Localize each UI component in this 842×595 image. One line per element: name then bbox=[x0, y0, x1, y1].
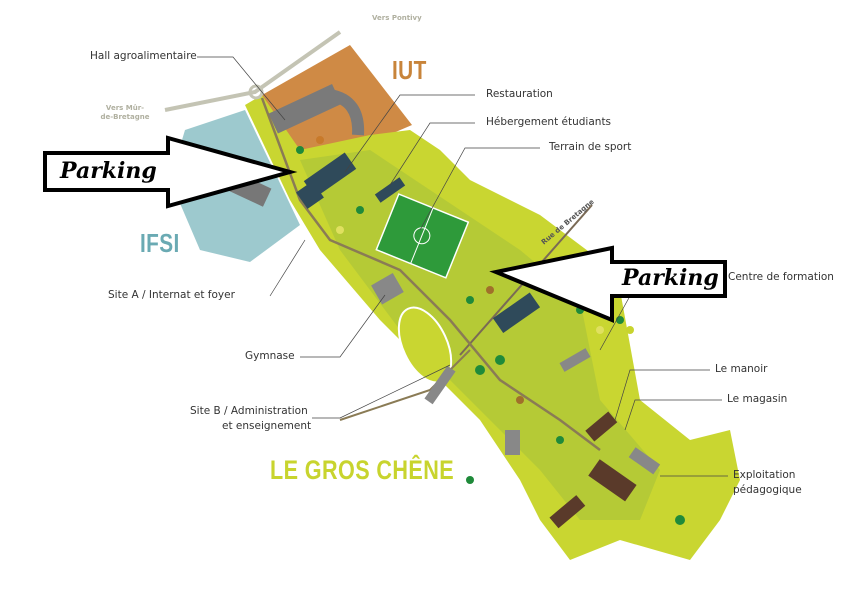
label-site-a: Site A / Internat et foyer bbox=[108, 289, 235, 301]
label-manoir: Le manoir bbox=[715, 363, 768, 375]
sports-field bbox=[375, 193, 470, 279]
internal-road bbox=[260, 97, 601, 451]
label-exploitation-1: Exploitation bbox=[733, 469, 796, 481]
parking-label-left: Parking bbox=[60, 158, 157, 184]
leader-lines bbox=[197, 56, 728, 477]
parking-label-right: Parking bbox=[622, 265, 719, 291]
site-title: LE GROS CHÊNE bbox=[270, 455, 455, 485]
road-pontivy bbox=[164, 30, 342, 112]
direction-mur: Vers Mûr-de-Bretagne bbox=[100, 104, 150, 121]
label-restauration: Restauration bbox=[486, 88, 553, 100]
label-hebergement: Hébergement étudiants bbox=[486, 116, 612, 128]
label-terrain: Terrain de sport bbox=[549, 141, 632, 153]
label-exploitation-2: pédagogique bbox=[733, 484, 802, 496]
label-site-b-2: et enseignement bbox=[222, 420, 312, 432]
label-hall: Hall agroalimentaire bbox=[90, 50, 197, 62]
direction-pontivy: Vers Pontivy bbox=[372, 14, 422, 22]
parking-arrow-left bbox=[43, 135, 298, 209]
label-site-b-1: Site B / Administration bbox=[190, 405, 308, 417]
ifsi-label: IFSI bbox=[140, 228, 180, 258]
label-gymnase: Gymnase bbox=[245, 350, 295, 362]
label-centre: Centre de formation bbox=[728, 271, 834, 283]
label-magasin: Le magasin bbox=[727, 393, 788, 405]
iut-label: IUT bbox=[392, 55, 427, 85]
buildings bbox=[213, 84, 661, 529]
parking-arrow-right bbox=[489, 245, 727, 323]
